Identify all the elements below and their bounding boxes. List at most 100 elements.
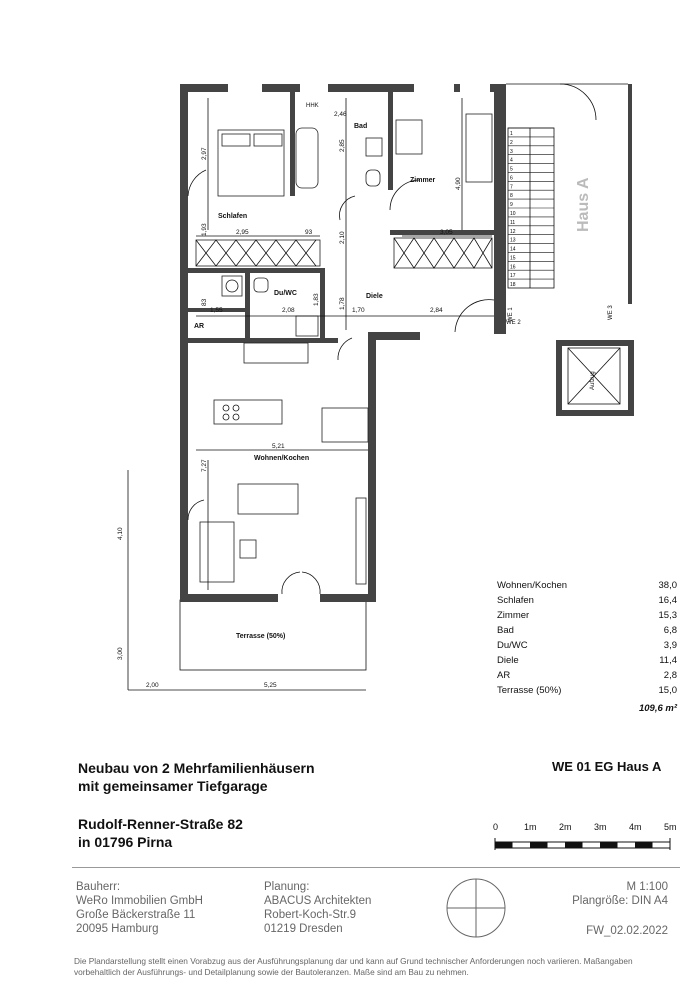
dim-727: 7,27	[201, 459, 208, 472]
area-row-name: Zimmer	[497, 610, 530, 621]
area-row-name: Du/WC	[497, 640, 528, 651]
stair-step-number: 6	[510, 175, 513, 181]
planung-label: Planung:	[264, 881, 310, 893]
stair-step-number: 14	[510, 247, 516, 253]
elevator-car	[567, 347, 621, 405]
floor-plan: 2,00 5,25 4,10 3,00	[117, 83, 634, 691]
area-row-value: 2,8	[663, 670, 677, 681]
dim-living-depth: 4,10	[117, 527, 124, 540]
wall-north	[180, 84, 498, 92]
door-bath	[339, 195, 356, 221]
label-hhk: HHK	[306, 103, 319, 109]
kitchen-island	[213, 399, 283, 425]
area-row-name: Bad	[497, 625, 514, 636]
shower	[295, 315, 319, 337]
door-zimmer	[389, 179, 421, 211]
project-title: Neubau von 2 Mehrfamilienhäusern mit gem…	[78, 759, 315, 795]
door-entry	[454, 299, 495, 333]
label-we2: WE 2	[506, 320, 521, 326]
footer-planung: Planung: ABACUS Architekten Robert-Koch-…	[264, 880, 371, 936]
area-row-name: Schlafen	[497, 595, 534, 606]
label-terrasse: Terrasse (50%)	[236, 633, 285, 640]
dim-terrace-width-left: 2,00	[146, 682, 159, 689]
stair-step-number: 17	[510, 273, 516, 279]
area-row-value: 11,4	[659, 655, 677, 666]
desk	[395, 119, 423, 155]
area-row: AR 2,8	[497, 668, 677, 683]
label-haus-a: Haus A	[575, 177, 592, 232]
dim-terrace-depth: 3,00	[117, 647, 124, 660]
dim-208: 2,08	[282, 307, 295, 314]
wall-bath-west	[290, 90, 295, 196]
label-zimmer: Zimmer	[410, 177, 436, 184]
area-row-value: 15,3	[658, 610, 678, 621]
sideboard	[355, 497, 367, 585]
stair-step-number: 10	[510, 211, 516, 217]
dim-155: 1,55	[210, 307, 223, 314]
area-row-name: Wohnen/Kochen	[497, 580, 568, 591]
sink-bath	[365, 137, 383, 157]
scale-label: 0	[493, 822, 499, 832]
area-row: Zimmer 15,3	[497, 608, 677, 623]
side-table	[239, 539, 257, 559]
wardrobe-zimmer	[393, 237, 493, 269]
bauherr-city: 20095 Hamburg	[76, 923, 159, 935]
project-address: Rudolf-Renner-Straße 82 in 01796 Pirna	[78, 815, 243, 851]
planung-city: 01219 Dresden	[264, 923, 343, 935]
stair-step-number: 8	[510, 193, 513, 199]
dim-210: 2,10	[339, 231, 346, 244]
area-row: Terrasse (50%) 15,0	[497, 683, 677, 698]
dining-table	[321, 407, 369, 443]
stair-step-number: 4	[510, 158, 513, 164]
area-row-value: 15,0	[658, 685, 678, 696]
stair-step-number: 3	[510, 149, 513, 155]
dim-193: 1,93	[201, 223, 208, 236]
scale-label: 3m	[594, 822, 607, 832]
bauherr-name: WeRo Immobilien GmbH	[76, 895, 203, 907]
scale-label: 1m	[524, 822, 537, 832]
wall-hall-south	[368, 332, 420, 340]
planung-name: ABACUS Architekten	[264, 895, 372, 907]
stair-step-number: 9	[510, 202, 513, 208]
stair-step-number: 16	[510, 264, 516, 270]
dim-246: 2,46	[334, 111, 347, 118]
dim-305: 3,05	[440, 229, 453, 236]
dim-284: 2,84	[430, 307, 443, 314]
stair-step-number: 15	[510, 255, 516, 261]
area-row-name: AR	[497, 670, 511, 681]
label-schlafen: Schlafen	[218, 213, 247, 220]
disclaimer: Die Plandarstellung stellt einen Vorabzu…	[74, 956, 633, 977]
stair-step-number: 5	[510, 167, 513, 173]
bed-zimmer	[465, 113, 493, 183]
area-row-name: Terrasse (50%)	[497, 685, 562, 696]
stair-step-number: 7	[510, 184, 513, 190]
door-kitchen	[337, 337, 353, 361]
dim-295: 2,95	[236, 229, 249, 236]
door-bedroom-window	[187, 169, 207, 197]
label-we3: WE 3	[608, 305, 614, 320]
dim-178: 1,78	[339, 297, 346, 310]
wall-bedroom-south	[188, 268, 322, 273]
door-living-west	[187, 499, 205, 521]
scale-text: M 1:100	[626, 881, 668, 893]
wardrobe-bedroom	[195, 239, 321, 267]
scale-label: 5m	[664, 822, 677, 832]
dim-83: 83	[201, 298, 208, 306]
stair-step-number: 11	[510, 220, 515, 226]
door-stairwell	[559, 83, 597, 121]
wall-east-living	[368, 332, 376, 602]
wall-zimmer-south	[390, 230, 494, 235]
footer-divider	[72, 867, 680, 868]
dim-285: 2,85	[339, 139, 346, 152]
wall-bath-east	[388, 90, 393, 190]
footer-bauherr: Bauherr: WeRo Immobilien GmbH Große Bäck…	[76, 880, 203, 936]
kitchen-sink-counter	[243, 342, 309, 364]
planung-street: Robert-Koch-Str.9	[264, 909, 357, 921]
